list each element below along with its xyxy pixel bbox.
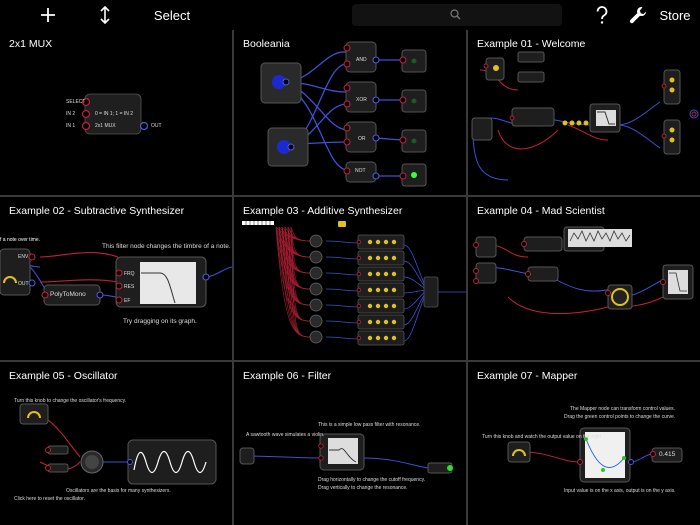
not-gate-label: NOT <box>355 168 366 174</box>
project-title: Example 01 - Welcome <box>477 38 586 50</box>
settings-button[interactable] <box>626 0 650 30</box>
add-button[interactable] <box>36 0 60 30</box>
welcome-patch-preview <box>471 51 699 181</box>
mux-in2-label: IN 2 <box>66 111 76 117</box>
freq-port-label: FRQ <box>124 271 135 277</box>
subtractive-patch-preview <box>0 248 232 308</box>
project-tile-additive[interactable]: Example 03 - Additive Synthesizer <box>234 197 466 360</box>
project-tile-mapper[interactable]: Example 07 - Mapper The Mapper node can … <box>468 362 700 525</box>
project-title: Booleania <box>243 38 290 50</box>
mux-select-label: SELECT <box>66 99 86 105</box>
filter-hint-sawtooth: A sawtooth wave simulates a violin. <box>246 432 325 438</box>
project-tile-subtractive[interactable]: Example 02 - Subtractive Synthesizer <box>0 197 232 360</box>
filter-hint-lowpass: This is a simple low pass filter with re… <box>318 422 421 428</box>
project-tile-mad-scientist[interactable]: Example 04 - Mad Scientist <box>468 197 700 360</box>
booleania-patch-preview <box>260 41 427 187</box>
project-title: Example 07 - Mapper <box>477 370 578 382</box>
xor-gate-label: XOR <box>356 97 367 103</box>
eg-port-label: EF <box>124 298 131 304</box>
project-grid: 2x1 MUX SELECT IN 2 IN 1 0 = IN 1; 1 = I… <box>0 30 700 525</box>
oscillator-turn-hint: Turn this knob to change the oscillator'… <box>14 398 127 404</box>
additive-patch-preview <box>242 221 466 346</box>
mux-patch-preview <box>81 93 149 135</box>
project-title: Example 02 - Subtractive Synthesizer <box>9 205 185 217</box>
project-tile-oscillator[interactable]: Example 05 - Oscillator Turn this knob t… <box>0 362 232 525</box>
drag-graph-hint: Try dragging on its graph. <box>123 318 197 325</box>
mapper-caption-2: Drag the green control points to change … <box>564 414 676 420</box>
project-tile-filter[interactable]: Example 06 - Filter A sawtooth wave simu… <box>234 362 466 525</box>
project-tile-mux[interactable]: 2x1 MUX SELECT IN 2 IN 1 0 = IN 1; 1 = I… <box>0 30 232 195</box>
project-title: Example 03 - Additive Synthesizer <box>243 205 403 217</box>
mapper-output-value: 0.415 <box>659 451 676 458</box>
mapper-axes-hint: Input value is on the x axis, output is … <box>564 488 676 494</box>
project-title: Example 06 - Filter <box>243 370 332 382</box>
help-button[interactable] <box>591 0 613 30</box>
question-mark-icon <box>595 5 609 25</box>
vertical-arrows-icon <box>99 6 111 24</box>
select-button[interactable]: Select <box>153 7 191 23</box>
wrench-icon <box>628 5 648 25</box>
oscillator-patch-preview <box>19 403 217 485</box>
mad-scientist-patch-preview <box>473 226 694 314</box>
mapper-patch-preview <box>507 427 683 483</box>
project-tile-welcome[interactable]: Example 01 - Welcome <box>468 30 700 195</box>
env-port-label: ENV <box>18 254 29 260</box>
mux-out-label: OUT <box>151 123 162 129</box>
mux-formula: 0 = IN 1; 1 = IN 2 <box>95 111 134 117</box>
mapper-turn-hint: Turn this knob and watch the output valu… <box>482 434 603 440</box>
toolbar: Select Store <box>0 0 700 30</box>
project-title: Example 04 - Mad Scientist <box>477 205 605 217</box>
filter-hint-resonance: Drag vertically to change the resonance. <box>318 485 408 491</box>
search-field[interactable] <box>352 4 562 26</box>
mux-in1-label: IN 1 <box>66 123 76 129</box>
project-title: 2x1 MUX <box>9 38 53 50</box>
out-port-label: OUT <box>18 281 29 287</box>
oscillator-reset-hint: Click here to reset the oscillator. <box>14 496 85 502</box>
project-title: Example 05 - Oscillator <box>9 370 118 382</box>
plus-icon <box>40 7 56 23</box>
mapper-caption-1: The Mapper node can transform control va… <box>570 406 676 412</box>
filter-hint-cutoff: Drag horizontally to change the cutoff f… <box>318 477 426 483</box>
res-port-label: RES <box>124 284 135 290</box>
tutorial-fragment: f a note over time. <box>0 237 41 243</box>
mux-node-name: 2x1 MUX <box>95 123 116 129</box>
or-gate-label: OR <box>358 136 366 142</box>
polytomono-node-label: PolyToMono <box>50 291 86 298</box>
oscillator-basis-hint: Oscillators are the basis for many synth… <box>66 488 171 494</box>
project-tile-booleania[interactable]: Booleania <box>234 30 466 195</box>
filter-patch-preview <box>239 433 453 474</box>
store-button[interactable]: Store <box>659 7 691 23</box>
reorder-button[interactable] <box>93 0 117 30</box>
and-gate-label: AND <box>356 57 367 63</box>
filter-caption: This filter node changes the timbre of a… <box>102 243 231 250</box>
